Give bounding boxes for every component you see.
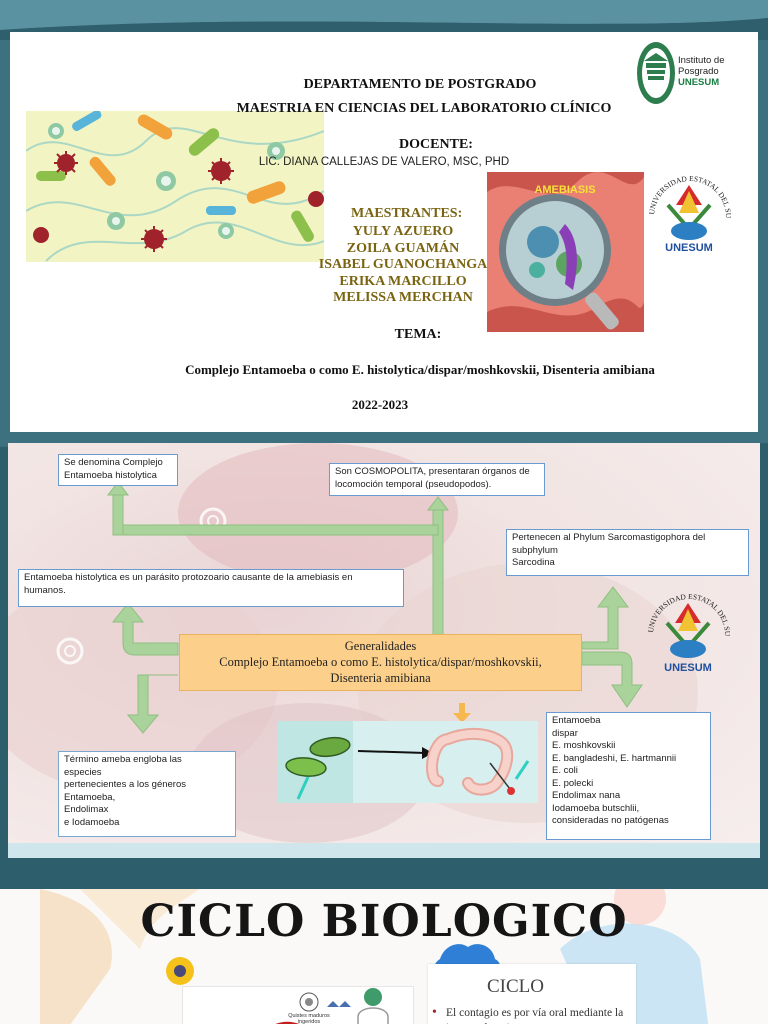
svg-text:UNESUM: UNESUM xyxy=(665,242,713,254)
ciclo-biologico-slide: CICLO BIOLOGICO Quistes maduros ingerido… xyxy=(0,867,768,1024)
amebiasis-illustration: AMEBIASIS xyxy=(487,172,644,332)
bacteria-illustration xyxy=(26,111,324,262)
tema-text: Complejo Entamoeba o como E. histolytica… xyxy=(185,362,655,377)
docente-name: LIC. DIANA CALLEJAS DE VALERO, MSC, PHD xyxy=(258,156,510,168)
ciclo-slide-paper: CICLO BIOLOGICO Quistes maduros ingerido… xyxy=(0,889,768,1024)
generalidades-slide: Se denomina Complejo Entamoeba histolyti… xyxy=(0,437,768,867)
title-slide: AMEBIASIS UNIVERSIDAD ESTATAL DEL SUR DE… xyxy=(0,0,768,437)
maestrantes-list: YULY AZUERO ZOILA GUAMÁN ISABEL GUANOCHA… xyxy=(318,224,488,307)
ciclo-text-card: CICLO • El contagio es por vía oral medi… xyxy=(428,964,636,1024)
maestrantes-label: MAESTRANTES: xyxy=(351,206,463,221)
life-cycle-diagram-drawing xyxy=(275,988,389,1024)
ciclo-label: CICLO xyxy=(487,976,544,997)
svg-text:UNESUM: UNESUM xyxy=(664,662,712,674)
mindmap-arrows xyxy=(106,481,643,734)
amoeba-intestine-illustration xyxy=(278,721,538,803)
bullet-icon: • xyxy=(432,1005,437,1020)
info-box-definition: Entamoeba histolytica es un parásito pro… xyxy=(18,569,404,607)
institute-logo-text: Instituto de Posgrado UNESUM xyxy=(678,55,725,88)
docente-label: DOCENTE: xyxy=(399,137,473,152)
university-seal: UNIVERSIDAD ESTATAL DEL SUR DE MANABÍ UN… xyxy=(646,171,732,254)
institute-logo-icon xyxy=(637,42,675,104)
institute-logo: Instituto de Posgrado UNESUM xyxy=(636,41,746,107)
center-topic-box: Generalidades Complejo Entamoeba o como … xyxy=(179,634,582,691)
tema-label: TEMA: xyxy=(394,327,442,342)
maestrante-name: ERIKA MARCILLO xyxy=(339,273,467,289)
program-title: MAESTRIA EN CIENCIAS DEL LABORATORIO CLÍ… xyxy=(236,101,612,116)
info-box-genera: Término ameba engloba las especies perte… xyxy=(58,751,236,837)
maestrante-name: MELISSA MERCHAN xyxy=(333,290,473,305)
center-topic-line2: Complejo Entamoeba o como E. histolytica… xyxy=(219,655,542,669)
info-box-complejo: Se denomina Complejo Entamoeba histolyti… xyxy=(58,454,178,486)
maestrante-name: YULY AZUERO xyxy=(352,224,454,239)
life-cycle-diagram: Quistes maduros ingeridos xyxy=(182,986,414,1024)
amebiasis-label: AMEBIASIS xyxy=(534,184,595,196)
center-topic-title: Generalidades xyxy=(344,639,417,653)
department-title: DEPARTAMENTO DE POSTGRADO xyxy=(303,77,537,92)
center-topic-line3: Disenteria amibiana xyxy=(330,671,431,685)
year-label: 2022-2023 xyxy=(351,397,409,412)
ciclo-bullet-text: El contagio es por vía oral mediante la … xyxy=(446,1007,624,1024)
ciclo-biologico-title: CICLO BIOLOGICO xyxy=(140,896,628,947)
maestrante-name: ISABEL GUANOCHANGA xyxy=(318,257,488,272)
info-box-phylum: Pertenecen al Phylum Sarcomastigophora d… xyxy=(506,529,749,576)
diagram-label: Quistes maduros ingeridos xyxy=(288,1013,330,1024)
maestrante-name: ZOILA GUAMÁN xyxy=(346,240,460,256)
university-seal: UNIVERSIDAD ESTATAL DEL SUR DE MANABÍ UN… xyxy=(645,587,731,674)
info-box-non-pathogenic: Entamoeba dispar E. moshkovskii E. bangl… xyxy=(546,712,711,840)
info-box-cosmopolita: Son COSMOPOLITA, presentaran órganos de … xyxy=(329,463,545,496)
